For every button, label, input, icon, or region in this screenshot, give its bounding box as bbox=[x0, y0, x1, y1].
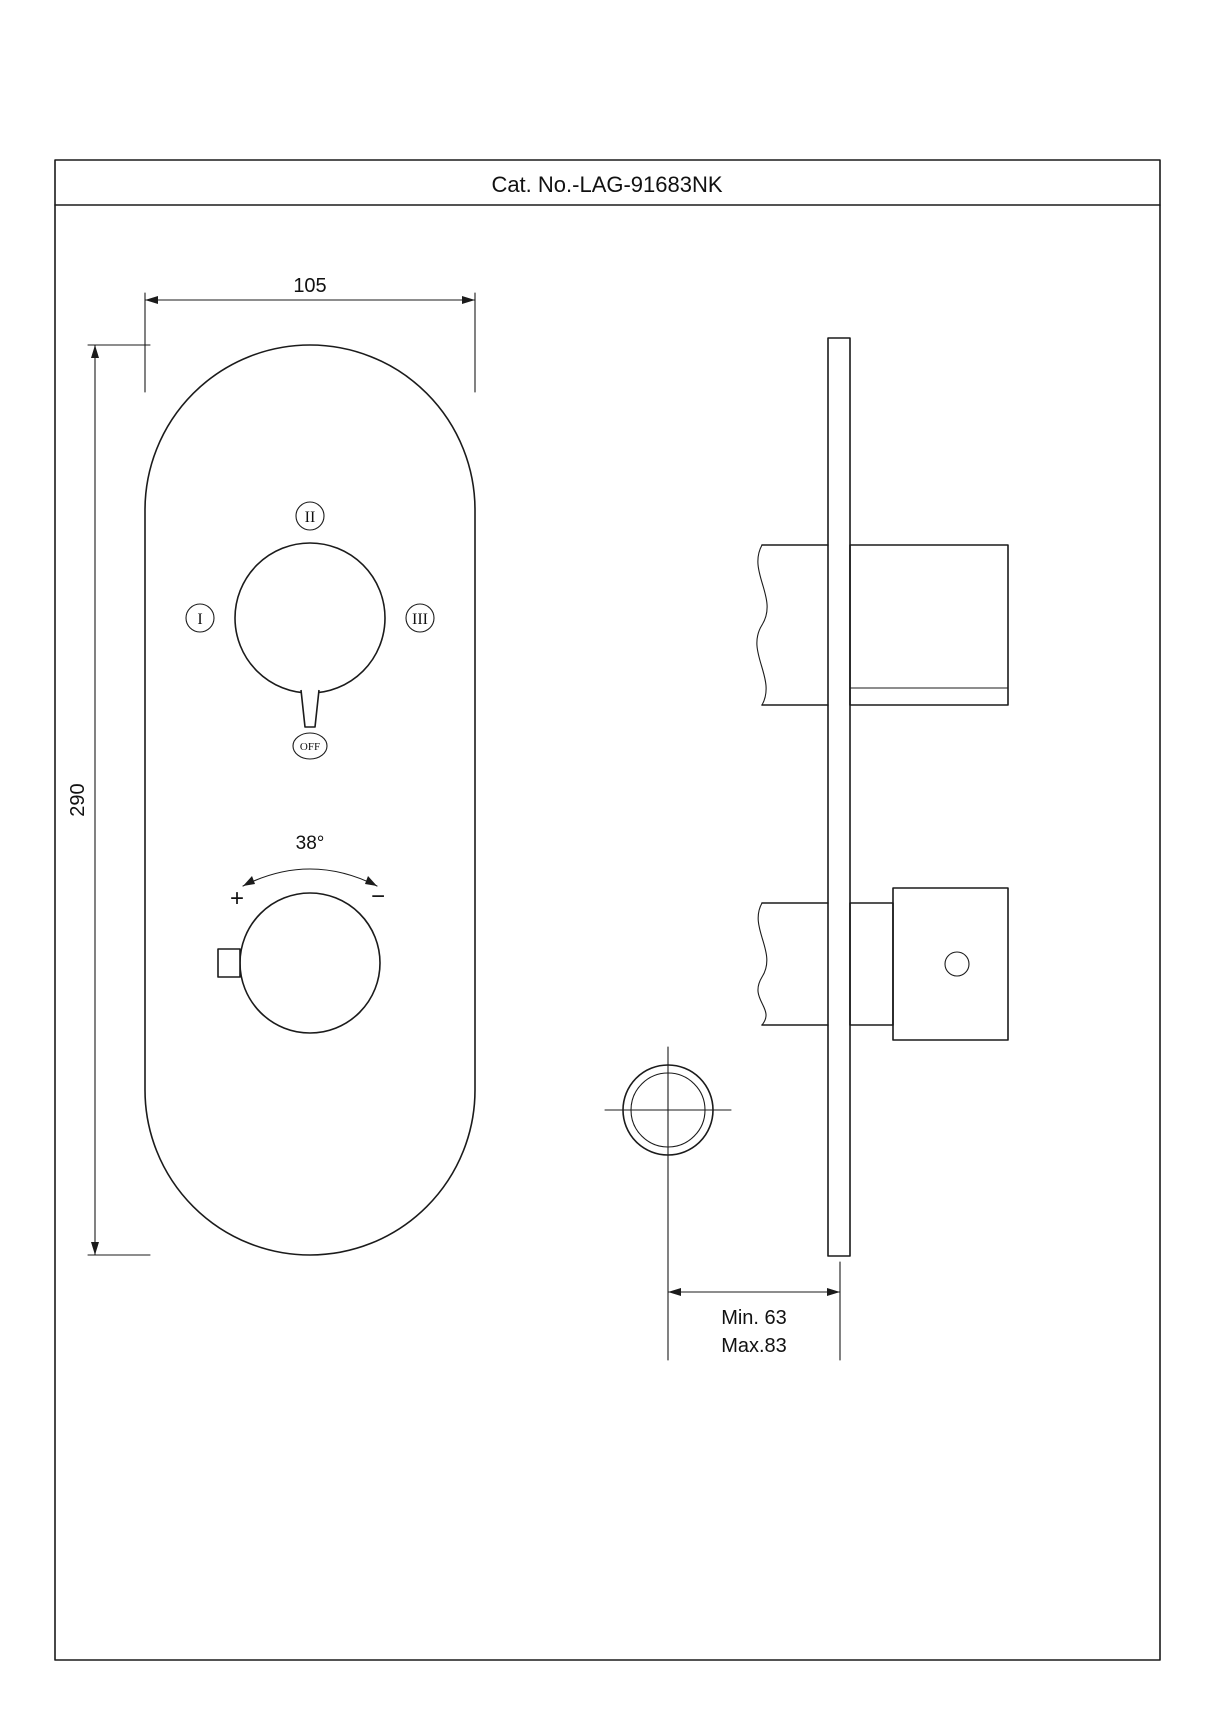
valve-connector bbox=[849, 902, 894, 1026]
width-dimension: 105 bbox=[144, 275, 476, 393]
height-dimension-label: 290 bbox=[67, 783, 89, 816]
position-marker-circle bbox=[185, 603, 215, 633]
rotation-arc bbox=[242, 868, 378, 887]
break-line bbox=[757, 902, 768, 1026]
height-dimension: 290 bbox=[67, 344, 151, 1256]
arrowhead bbox=[668, 1288, 681, 1296]
face-plate-outline bbox=[144, 344, 476, 1256]
diverter-knob-outline bbox=[234, 542, 386, 694]
front-view: 105 290 II I III bbox=[67, 275, 476, 1256]
upper-valve-body bbox=[756, 544, 1009, 706]
position-marker-circle bbox=[295, 501, 325, 531]
arrowhead bbox=[462, 296, 475, 304]
arrowhead bbox=[145, 296, 158, 304]
width-dimension-label: 105 bbox=[293, 275, 326, 297]
off-marker-circle bbox=[292, 732, 328, 760]
side-view: Min. 63 Max.83 bbox=[604, 337, 1009, 1361]
position-marker-circle bbox=[405, 603, 435, 633]
arrowhead bbox=[243, 876, 255, 886]
drawing-frame bbox=[54, 159, 1161, 1661]
depth-dimension: Min. 63 Max.83 bbox=[667, 1179, 841, 1361]
temperature-knob: 38° + − bbox=[217, 833, 385, 1034]
temperature-knob-outline bbox=[239, 892, 381, 1034]
depth-min-label: Min. 63 bbox=[721, 1307, 787, 1329]
position-label-top: II bbox=[305, 509, 316, 526]
valve-body-outline bbox=[849, 544, 1009, 706]
plus-label: + bbox=[230, 885, 244, 912]
minus-label: − bbox=[371, 883, 385, 910]
break-line bbox=[756, 544, 768, 706]
arrowhead bbox=[365, 876, 377, 886]
position-label-right: III bbox=[412, 611, 428, 628]
catalog-number: Cat. No.-LAG-91683NK bbox=[491, 172, 722, 197]
rotation-angle-label: 38° bbox=[296, 833, 325, 854]
diverter-pointer-notch bbox=[300, 689, 320, 728]
valve-body-outline bbox=[892, 887, 1009, 1041]
position-label-left: I bbox=[197, 611, 202, 628]
arrowhead bbox=[827, 1288, 840, 1296]
supply-pipe-section bbox=[604, 1046, 732, 1181]
temperature-knob-tab bbox=[217, 948, 241, 978]
arrowhead bbox=[91, 1242, 99, 1255]
valve-screw bbox=[944, 951, 970, 977]
arrowhead bbox=[91, 345, 99, 358]
wall-plate bbox=[827, 337, 851, 1257]
off-label: OFF bbox=[300, 741, 320, 753]
title-block: Cat. No.-LAG-91683NK bbox=[54, 159, 1161, 1661]
diverter-knob: II I III OFF bbox=[185, 501, 435, 760]
depth-max-label: Max.83 bbox=[721, 1335, 787, 1357]
lower-valve-body bbox=[757, 887, 1009, 1041]
